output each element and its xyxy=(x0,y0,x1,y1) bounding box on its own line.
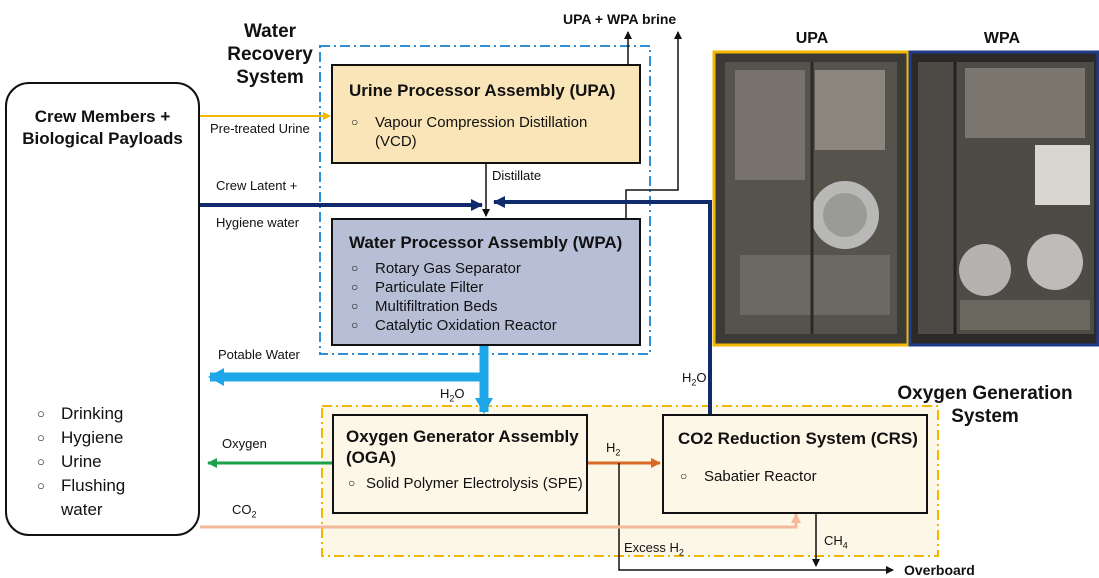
crew-uses-list: Drinking Hygiene Urine Flushing water xyxy=(37,402,125,522)
crew-title: Crew Members + Biological Payloads xyxy=(22,107,183,148)
wpa-photo xyxy=(908,50,1099,347)
upa-title: Urine Processor Assembly (UPA) xyxy=(349,81,616,100)
h2-label: H2 xyxy=(606,440,621,458)
oxygen-label: Oxygen xyxy=(222,436,267,451)
upa-photo-label: UPA xyxy=(795,30,829,47)
crew-use-drinking: Drinking xyxy=(37,402,125,426)
crew-use-urine: Urine xyxy=(37,450,125,474)
distillate-label: Distillate xyxy=(492,168,542,183)
potable-water-label: Potable Water xyxy=(218,347,300,362)
brine-label: UPA + WPA brine xyxy=(563,11,677,27)
co2-arrow xyxy=(200,513,801,529)
co2-label: CO2 xyxy=(232,502,257,520)
hygiene-water-label: Hygiene water xyxy=(216,215,300,230)
h2o-return-label: H2O xyxy=(682,370,707,388)
water-recovery-system-title: Water Recovery System xyxy=(227,21,313,88)
oga-box: Oxygen Generator Assembly (OGA) Solid Po… xyxy=(332,414,588,514)
excess-h2-line xyxy=(618,463,894,574)
oga-items: Solid Polymer Electrolysis (SPE) xyxy=(346,474,586,493)
crs-box: CO2 Reduction System (CRS) Sabatier Reac… xyxy=(662,414,928,514)
crew-use-hygiene: Hygiene xyxy=(37,426,125,450)
crs-item: Sabatier Reactor xyxy=(678,467,926,486)
crew-latent-label: Crew Latent + xyxy=(216,178,298,193)
excess-h2-label: Excess H2 xyxy=(624,540,684,558)
oxygen-generation-system-title: Oxygen Generation System xyxy=(897,383,1073,427)
crs-items: Sabatier Reactor xyxy=(678,467,926,486)
oga-item: Solid Polymer Electrolysis (SPE) xyxy=(346,474,586,493)
upa-items: Vapour Compression Distillation (VCD) xyxy=(349,113,639,151)
wpa-title: Water Processor Assembly (WPA) xyxy=(349,233,623,252)
h2o-down-label: H2O xyxy=(440,386,465,404)
crew-use-flushing: Flushing water xyxy=(37,474,125,522)
wpa-item: Catalytic Oxidation Reactor xyxy=(349,316,639,335)
wpa-item: Particulate Filter xyxy=(349,278,639,297)
wpa-box: Water Processor Assembly (WPA) Rotary Ga… xyxy=(331,218,641,346)
wpa-item: Rotary Gas Separator xyxy=(349,259,639,278)
ch4-label: CH4 xyxy=(824,533,848,551)
h2o-return-line xyxy=(493,196,712,414)
crew-members-box: Crew Members + Biological Payloads Drink… xyxy=(5,82,200,536)
wpa-photo-label: WPA xyxy=(983,30,1021,47)
crs-title: CO2 Reduction System (CRS) xyxy=(678,429,918,448)
pretreated-urine-label: Pre-treated Urine xyxy=(210,121,310,136)
wpa-item: Multifiltration Beds xyxy=(349,297,639,316)
wpa-items: Rotary Gas Separator Particulate Filter … xyxy=(349,259,639,335)
upa-photo xyxy=(712,50,910,347)
oga-title: Oxygen Generator Assembly (OGA) xyxy=(346,427,579,467)
upa-box: Urine Processor Assembly (UPA) Vapour Co… xyxy=(331,64,641,164)
upa-item: Vapour Compression Distillation (VCD) xyxy=(349,113,639,151)
overboard-label: Overboard xyxy=(904,562,975,578)
